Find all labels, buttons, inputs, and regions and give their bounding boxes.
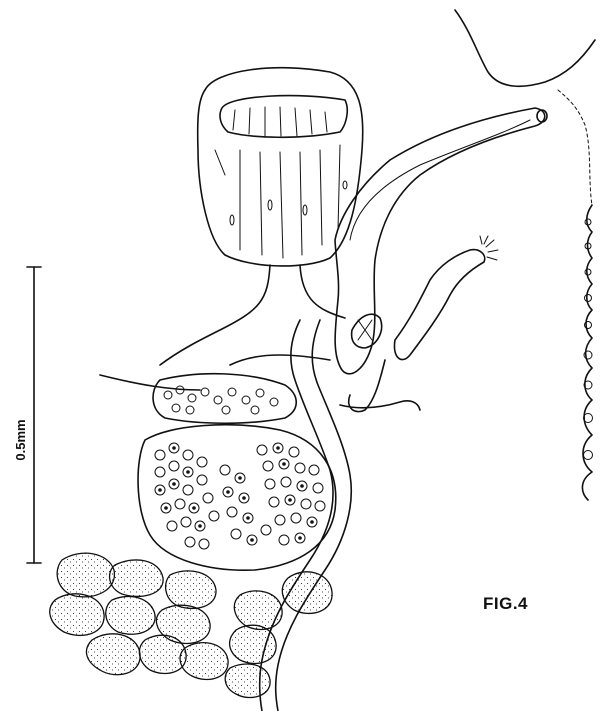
- connective-tissue: [160, 265, 345, 365]
- genital-pore-icon: [349, 236, 498, 412]
- figure-label: FIG.4: [483, 594, 528, 614]
- scale-bar-label: 0.5mm: [13, 419, 28, 460]
- cell-nuclei-dots: [158, 446, 314, 542]
- oral-sucker-icon: [198, 68, 363, 266]
- vitellaria-icon: [50, 553, 332, 697]
- pharynx-icon: [335, 108, 547, 374]
- testis-icon: [138, 374, 336, 571]
- body-wall-icon: [455, 10, 595, 500]
- scale-bar: 0.5mm: [13, 267, 41, 563]
- cell-nuclei: [155, 386, 325, 549]
